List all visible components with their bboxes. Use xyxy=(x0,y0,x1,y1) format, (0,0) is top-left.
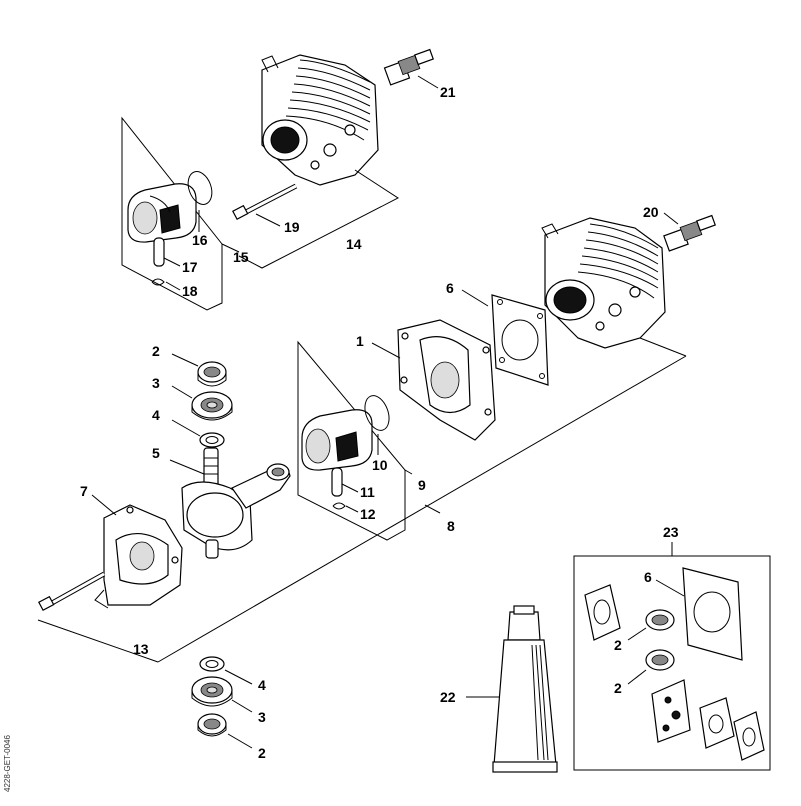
label-23: 23 xyxy=(663,524,679,540)
spark-plug-21 xyxy=(383,48,434,86)
assembly-frame-8 xyxy=(37,337,687,663)
tube-22 xyxy=(492,605,558,773)
label-2-top: 2 xyxy=(152,343,160,359)
label-11: 11 xyxy=(360,484,375,500)
label-12: 12 xyxy=(360,506,376,522)
gasket-6 xyxy=(491,294,549,386)
gasket-kit-frame-23 xyxy=(573,542,771,771)
label-21: 21 xyxy=(440,84,456,100)
label-4-bottom: 4 xyxy=(258,677,266,693)
washer-4-top xyxy=(199,432,225,448)
label-20: 20 xyxy=(643,204,659,220)
document-reference: 4228-GET-0046 xyxy=(1,735,15,795)
label-16: 16 xyxy=(192,232,208,248)
label-8: 8 xyxy=(447,518,455,534)
gasket-small-c xyxy=(699,697,735,749)
label-6: 6 xyxy=(446,280,454,296)
crankcase-1 xyxy=(397,319,496,441)
label-5: 5 xyxy=(152,445,160,461)
gasket-small-b xyxy=(651,679,691,743)
gasket-small-d xyxy=(733,711,765,761)
label-3-bottom: 3 xyxy=(258,709,266,725)
bolt-13 xyxy=(38,571,106,612)
label-18: 18 xyxy=(182,283,198,299)
piston-pin-17 xyxy=(153,237,165,267)
gasket-small-a xyxy=(584,584,621,641)
piston-top xyxy=(127,183,197,243)
label-2-kit-a: 2 xyxy=(614,637,622,653)
crankshaft-5 xyxy=(181,447,291,559)
label-4-top: 4 xyxy=(152,407,160,423)
cylinder-right xyxy=(541,217,666,349)
label-14: 14 xyxy=(346,236,362,252)
document-reference-text: 4228-GET-0046 xyxy=(2,735,12,792)
oil-seal-2-top xyxy=(197,361,227,387)
label-19: 19 xyxy=(284,219,300,235)
piston-middle xyxy=(301,409,373,471)
gasket-6-kit xyxy=(682,567,743,661)
piston-pin-11 xyxy=(331,467,343,497)
ball-bearing-3-bottom xyxy=(191,676,233,707)
circlip-18 xyxy=(151,278,165,286)
oil-seal-2-bottom xyxy=(197,713,227,737)
label-22: 22 xyxy=(440,689,456,705)
piston-ring-10 xyxy=(364,395,390,431)
bolt-19 xyxy=(232,183,298,221)
ball-bearing-3-top xyxy=(191,391,233,421)
label-6-kit: 6 xyxy=(644,569,652,585)
label-17: 17 xyxy=(182,259,198,275)
label-2-bottom: 2 xyxy=(258,745,266,761)
washer-4-bottom xyxy=(199,656,225,672)
circlip-12 xyxy=(332,502,346,510)
label-9: 9 xyxy=(418,477,426,493)
piston-kit-frame-9 xyxy=(297,340,413,541)
label-7: 7 xyxy=(80,483,88,499)
label-13: 13 xyxy=(133,641,149,657)
cylinder-14 xyxy=(261,54,379,186)
crankcase-half-7 xyxy=(94,504,183,609)
spark-plug-20 xyxy=(663,214,716,252)
oil-seal-2-kit-b xyxy=(645,649,675,671)
piston-ring-16 xyxy=(187,171,213,205)
oil-seal-2-kit-a xyxy=(645,609,675,631)
label-15: 15 xyxy=(233,249,249,265)
piston-kit-frame-15 xyxy=(121,116,240,311)
label-10: 10 xyxy=(372,457,388,473)
cylinder-14-frame xyxy=(238,169,399,269)
label-1: 1 xyxy=(356,333,364,349)
label-2-kit-b: 2 xyxy=(614,680,622,696)
label-3-top: 3 xyxy=(152,375,160,391)
